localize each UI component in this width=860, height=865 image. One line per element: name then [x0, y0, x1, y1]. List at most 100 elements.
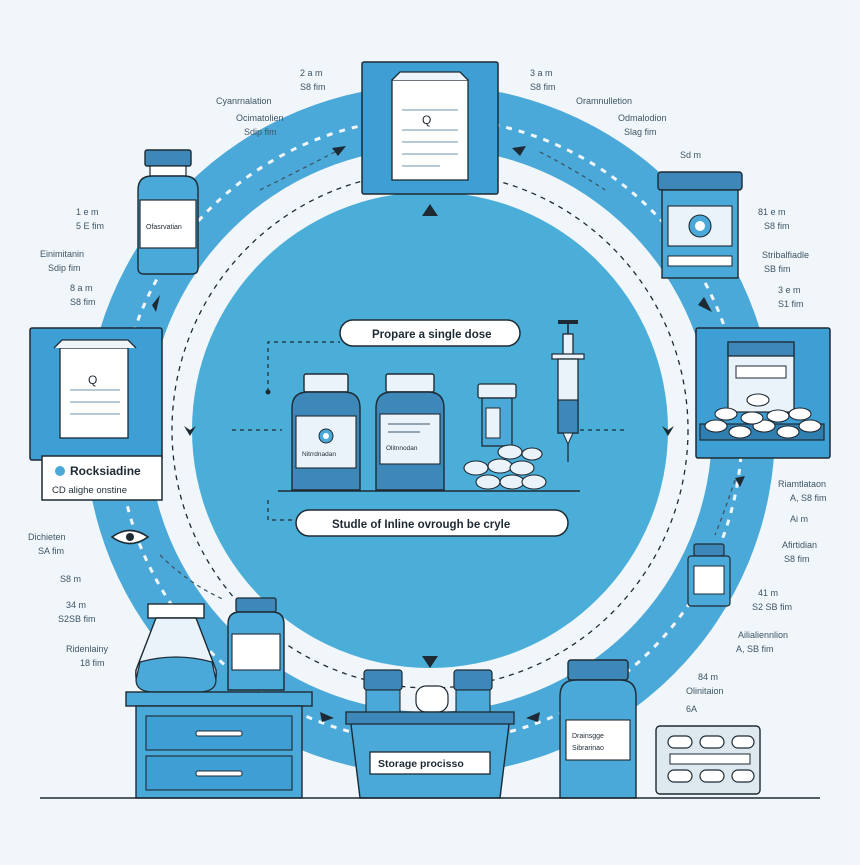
- syringe-icon: [551, 320, 585, 462]
- cabinet-bottle: [227, 597, 285, 691]
- br-time3: 84 m: [698, 672, 718, 682]
- left-paper-mark: Q: [88, 373, 97, 387]
- br-name5: S2 SB fim: [752, 602, 792, 612]
- left-document-card: Q Rocksiadine CD alighe onstine: [29, 327, 163, 501]
- label-top-right: 3 a m S8 fim Oramnulletion Odmalodion Sl…: [530, 68, 701, 160]
- storage-label: Storage procisso: [378, 758, 464, 770]
- center-pill-pile: [463, 444, 547, 490]
- tl-name: Cyanrnalation: [216, 96, 272, 106]
- l-time2: 5 E fim: [76, 221, 104, 231]
- arrow-left-icon: [184, 426, 196, 436]
- pointer-tr-icon: [512, 146, 526, 156]
- l-name1: Einimitanin: [40, 249, 84, 259]
- bl-name3: S2SB fim: [58, 614, 96, 624]
- bl-name1: Dichieten: [28, 532, 66, 542]
- pointer-tl-icon: [332, 146, 346, 156]
- label-bottom-right: Riamtlataon A, S8 fim Ai m Afirtidian S8…: [686, 479, 827, 714]
- arrow-right-icon: [662, 426, 674, 436]
- tr-time2: S8 fim: [530, 82, 556, 92]
- storage-box: Storage procisso: [345, 669, 515, 799]
- tl-time2: S8 fim: [300, 82, 326, 92]
- bl-name4: Ridenlainy: [66, 644, 109, 654]
- center-pill-bottle: [477, 383, 517, 447]
- br-name2: A, S8 fim: [790, 493, 827, 503]
- flask: [135, 603, 217, 693]
- bottom-caption-text: Studle of Inline ovrough be cryle: [332, 519, 510, 531]
- tr-small: Sd m: [680, 150, 701, 160]
- bottom-caption-pill: [295, 509, 569, 537]
- br-name4: S8 fim: [784, 554, 810, 564]
- left-medicine-bottle: Ofasrvatian: [137, 149, 199, 275]
- br-name8: Olinitaion: [686, 686, 724, 696]
- r-time4: S1 fim: [778, 299, 804, 309]
- top-document-card: Q: [361, 61, 499, 195]
- right-jar: [657, 171, 743, 279]
- br-time2: 41 m: [758, 588, 778, 598]
- arrow-down-icon: [422, 656, 438, 668]
- center-vial-2-label: Olitnnodan: [386, 445, 418, 452]
- center-vial-1-label: Nitrrdnadan: [302, 451, 336, 458]
- right-jar-label: Drainsgge: [572, 733, 604, 740]
- top-caption-pill: [339, 319, 521, 347]
- br-name1: Riamtlataon: [778, 479, 826, 489]
- status-dot: [55, 466, 65, 476]
- top-caption-text: Propare a single dose: [372, 329, 492, 341]
- blister-pack: [655, 725, 761, 795]
- r-time3: 3 e m: [778, 285, 801, 295]
- r-time2: S8 fim: [764, 221, 790, 231]
- cabinet: [125, 691, 313, 799]
- eye-icon: [110, 529, 150, 545]
- arrow-in-left-icon: [320, 712, 334, 722]
- bl-name2: SA fim: [38, 546, 64, 556]
- l-time3: 8 a m: [70, 283, 93, 293]
- tl-time: 2 a m: [300, 68, 323, 78]
- right-jar-sublabel: Sibrarinao: [572, 745, 604, 752]
- tr-time: 3 a m: [530, 68, 553, 78]
- top-paper-mark: Q: [422, 113, 431, 127]
- arrow-upright-icon: [152, 295, 160, 312]
- br-name3: Afirtidian: [782, 540, 817, 550]
- center-vial-1: Nitrrdnadan: [291, 373, 361, 491]
- left-card-title: Rocksiadine: [70, 464, 141, 478]
- right-tablet-card: [695, 327, 831, 459]
- label-bottom-left: Dichieten SA fim S8 m 34 m S2SB fim Ride…: [28, 532, 109, 668]
- arrow-up-right-small-icon: [735, 476, 745, 487]
- center-connector-top: [267, 341, 340, 392]
- bl-time1: S8 m: [60, 574, 81, 584]
- left-card-subtitle: CD alighe onstine: [52, 485, 127, 496]
- arrow-in-right-icon: [526, 712, 540, 722]
- bottom-right-jar: Drainsgge Sibrarinao: [559, 659, 637, 799]
- center-connector-bottom: [267, 500, 296, 521]
- right-small-vial: [687, 543, 731, 607]
- bl-name5: 18 fim: [80, 658, 105, 668]
- tr-name2: Odmalodion: [618, 113, 667, 123]
- bl-time2: 34 m: [66, 600, 86, 610]
- label-right: 81 e m S8 fim Stribalfiadle SB fim 3 e m…: [758, 207, 809, 309]
- tl-name3: Sdip fim: [244, 127, 277, 137]
- arrow-upleft-icon: [698, 297, 712, 312]
- l-name2: Sdip fim: [48, 263, 81, 273]
- r-name2: SB fim: [764, 264, 791, 274]
- tr-name3: Slag fim: [624, 127, 657, 137]
- label-left: 1 e m 5 E fim Einimitanin Sdip fim 8 a m…: [40, 207, 104, 307]
- br-small: 6A: [686, 704, 697, 714]
- tr-name: Oramnulletion: [576, 96, 632, 106]
- l-time1: 1 e m: [76, 207, 99, 217]
- br-name7: A, SB fim: [736, 644, 774, 654]
- br-name6: Ailialiennlion: [738, 630, 788, 640]
- arrow-up-icon: [422, 204, 438, 216]
- r-time1: 81 e m: [758, 207, 786, 217]
- inner-dashed-circle: [171, 171, 689, 689]
- connector-dot: [265, 389, 271, 395]
- tl-name2: Ocimatolien: [236, 113, 284, 123]
- left-bottle-label: Ofasrvatian: [146, 224, 182, 231]
- br-time1: Ai m: [790, 514, 808, 524]
- label-top-left: 2 a m S8 fim Cyanrnalation Ocimatolien S…: [216, 68, 326, 137]
- r-name1: Stribalfiadle: [762, 250, 809, 260]
- connector-tl: [259, 151, 336, 191]
- l-time4: S8 fim: [70, 297, 96, 307]
- connector-bl: [159, 554, 226, 601]
- center-vial-2: Olitnnodan: [375, 373, 445, 491]
